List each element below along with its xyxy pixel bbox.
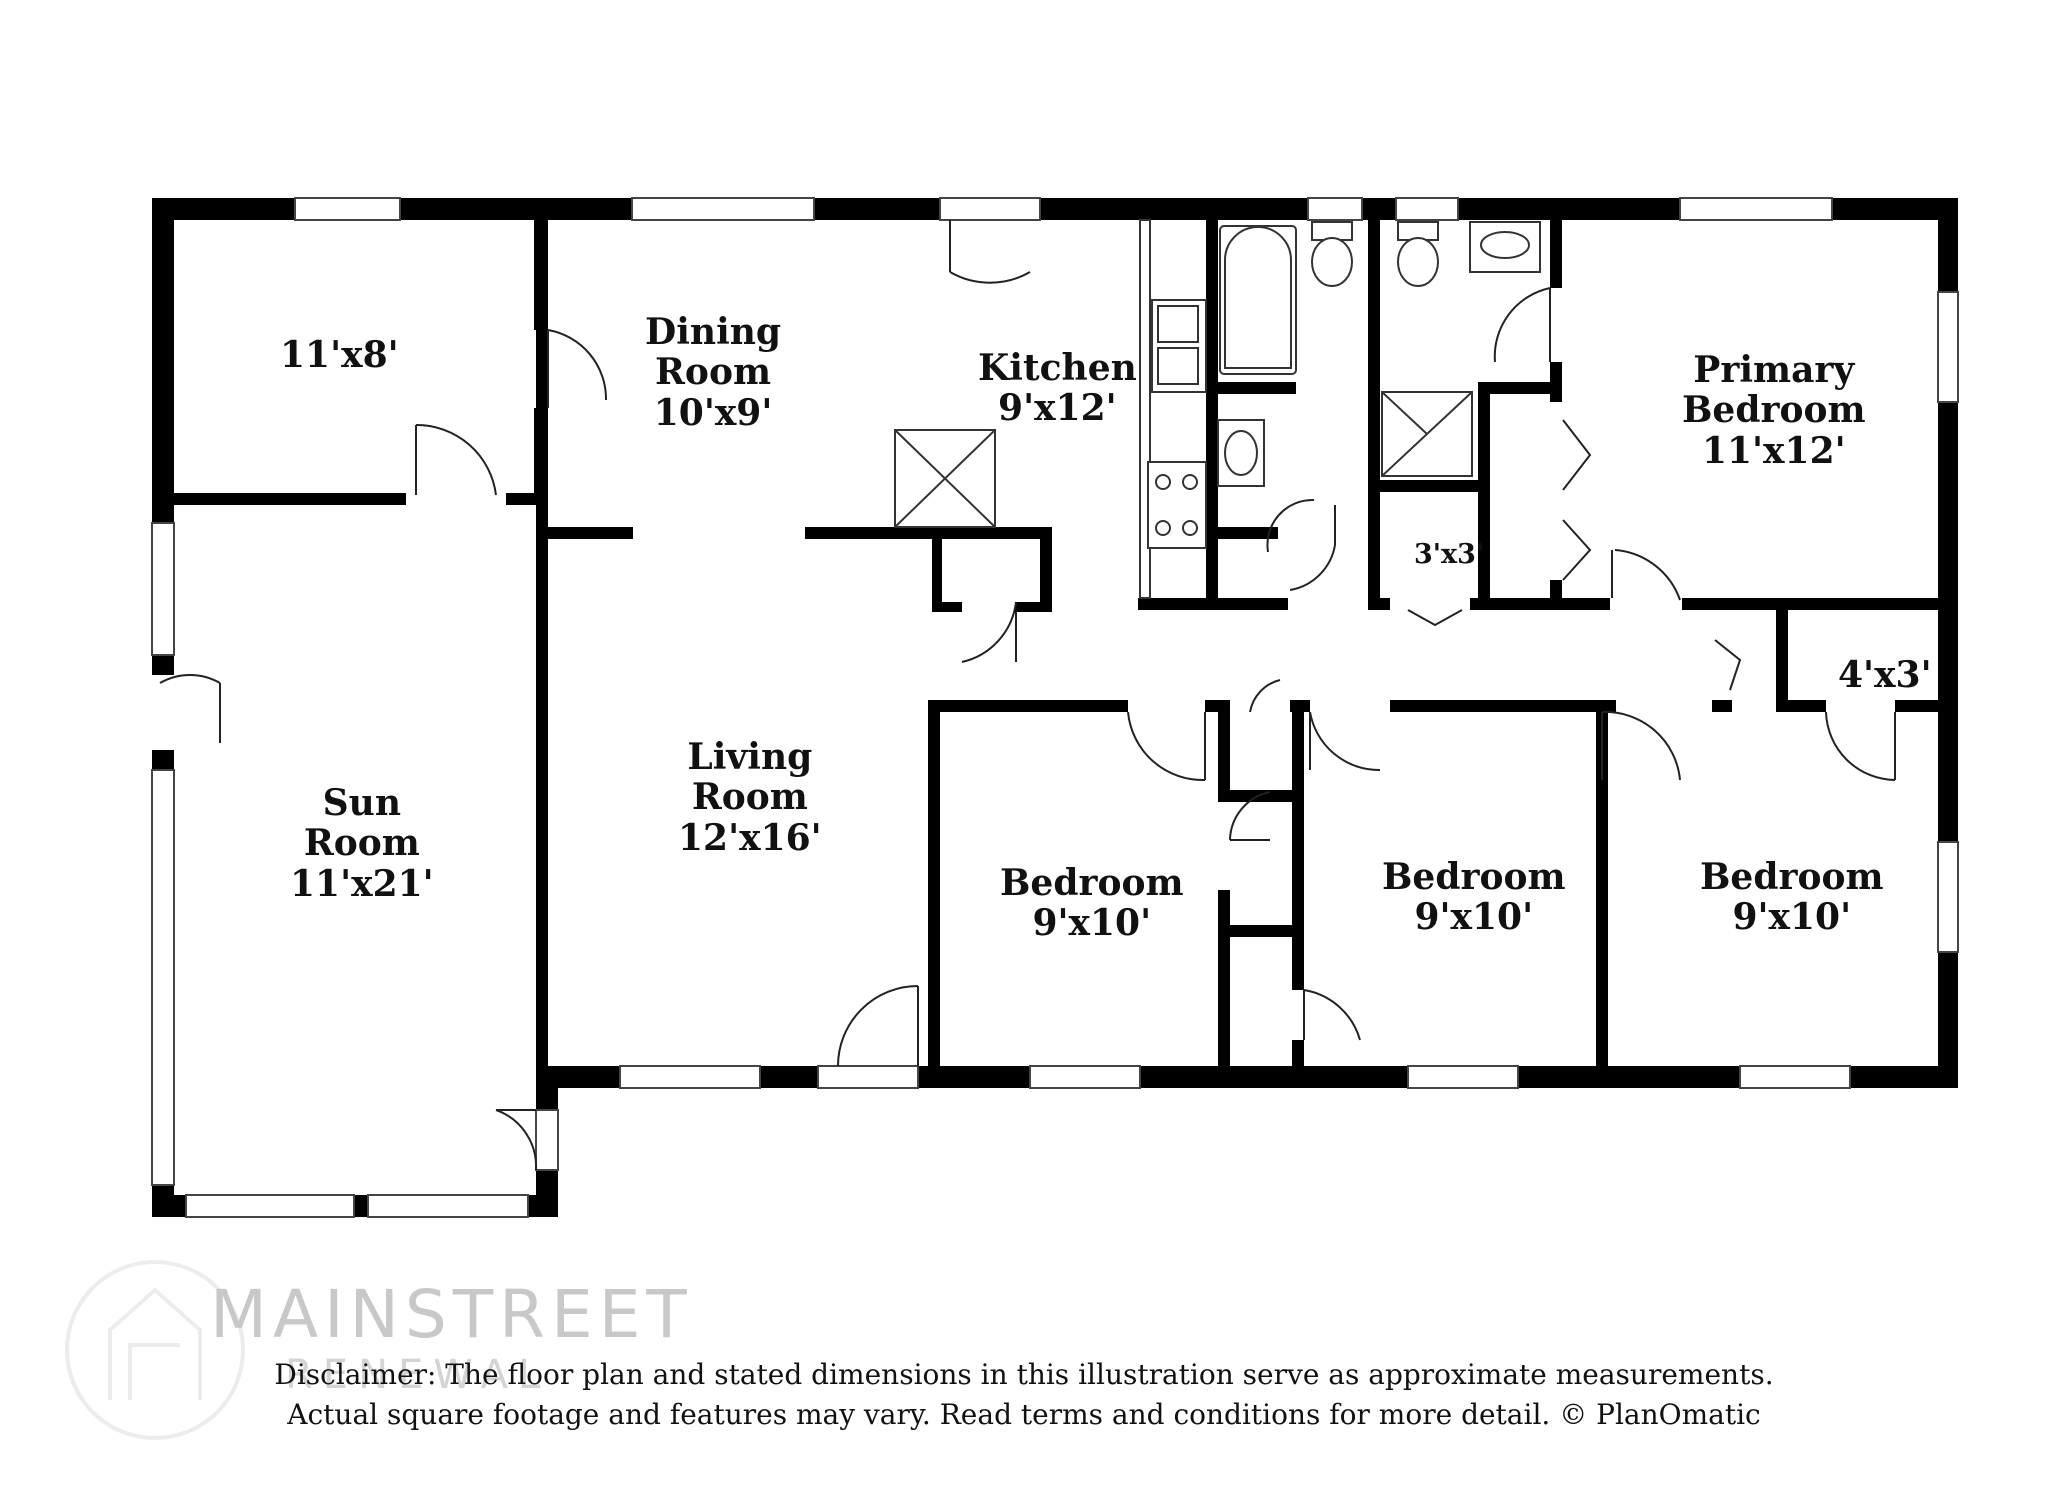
room-dims: 11'x12' bbox=[1701, 429, 1846, 472]
room-name: Bedroom bbox=[1700, 856, 1884, 898]
disclaimer: Disclaimer: The floor plan and stated di… bbox=[0, 1355, 2048, 1435]
room-name: Bedroom bbox=[1000, 862, 1184, 904]
interior-walls bbox=[174, 220, 1938, 1080]
room-dims: 12'x16' bbox=[678, 816, 822, 859]
watermark-subtitle: RENEWAL bbox=[285, 1352, 551, 1398]
room-dims: 11'x8' bbox=[280, 334, 399, 376]
room-name: Room bbox=[691, 776, 808, 819]
room-primary-bedroom: Primary Bedroom 11'x12' bbox=[1682, 350, 1866, 471]
room-bedroom-1: Bedroom 9'x10' bbox=[1000, 863, 1184, 944]
room-dims: 11'x21' bbox=[290, 862, 434, 905]
room-kitchen: Kitchen 9'x12' bbox=[978, 348, 1137, 429]
room-name: Room bbox=[303, 822, 420, 865]
room-closet-4x3: 4'x3' bbox=[1838, 654, 1932, 696]
room-name: Dining bbox=[645, 311, 782, 353]
room-bedroom-2: Bedroom 9'x10' bbox=[1382, 857, 1566, 938]
door-gaps bbox=[817, 197, 1041, 1089]
room-name: Primary bbox=[1693, 349, 1855, 391]
room-dims: 9'x10' bbox=[1414, 896, 1534, 939]
room-sun-room: Sun Room 11'x21' bbox=[290, 783, 434, 904]
room-storage: 11'x8' bbox=[280, 334, 399, 376]
room-closet-3x3: 3'x3' bbox=[1414, 539, 1485, 570]
room-dining: Dining Room 10'x9' bbox=[645, 312, 781, 433]
fixtures bbox=[894, 219, 1541, 599]
mainstreet-logo bbox=[65, 1260, 245, 1440]
room-dims: 9'x10' bbox=[1032, 902, 1152, 945]
room-dims: 9'x10' bbox=[1732, 896, 1852, 939]
room-living: Living Room 12'x16' bbox=[678, 737, 822, 858]
room-name: Sun bbox=[322, 782, 402, 824]
disclaimer-line-1: Disclaimer: The floor plan and stated di… bbox=[274, 1358, 1774, 1391]
room-dims: 9'x12' bbox=[998, 387, 1117, 430]
doors bbox=[159, 220, 1896, 1171]
room-name: Bedroom bbox=[1382, 856, 1566, 898]
watermark-brand: MAINSTREET bbox=[210, 1276, 693, 1353]
disclaimer-line-2: Actual square footage and features may v… bbox=[287, 1398, 1761, 1431]
windows bbox=[151, 197, 1959, 1218]
room-name: Room bbox=[655, 351, 772, 394]
room-name: Living bbox=[687, 736, 813, 778]
room-dims: 4'x3' bbox=[1838, 654, 1932, 696]
room-name: Kitchen bbox=[978, 347, 1137, 389]
room-bedroom-3: Bedroom 9'x10' bbox=[1700, 857, 1884, 938]
room-name: Bedroom bbox=[1682, 389, 1866, 432]
room-dims: 3'x3' bbox=[1414, 539, 1485, 570]
room-dims: 10'x9' bbox=[653, 391, 773, 434]
